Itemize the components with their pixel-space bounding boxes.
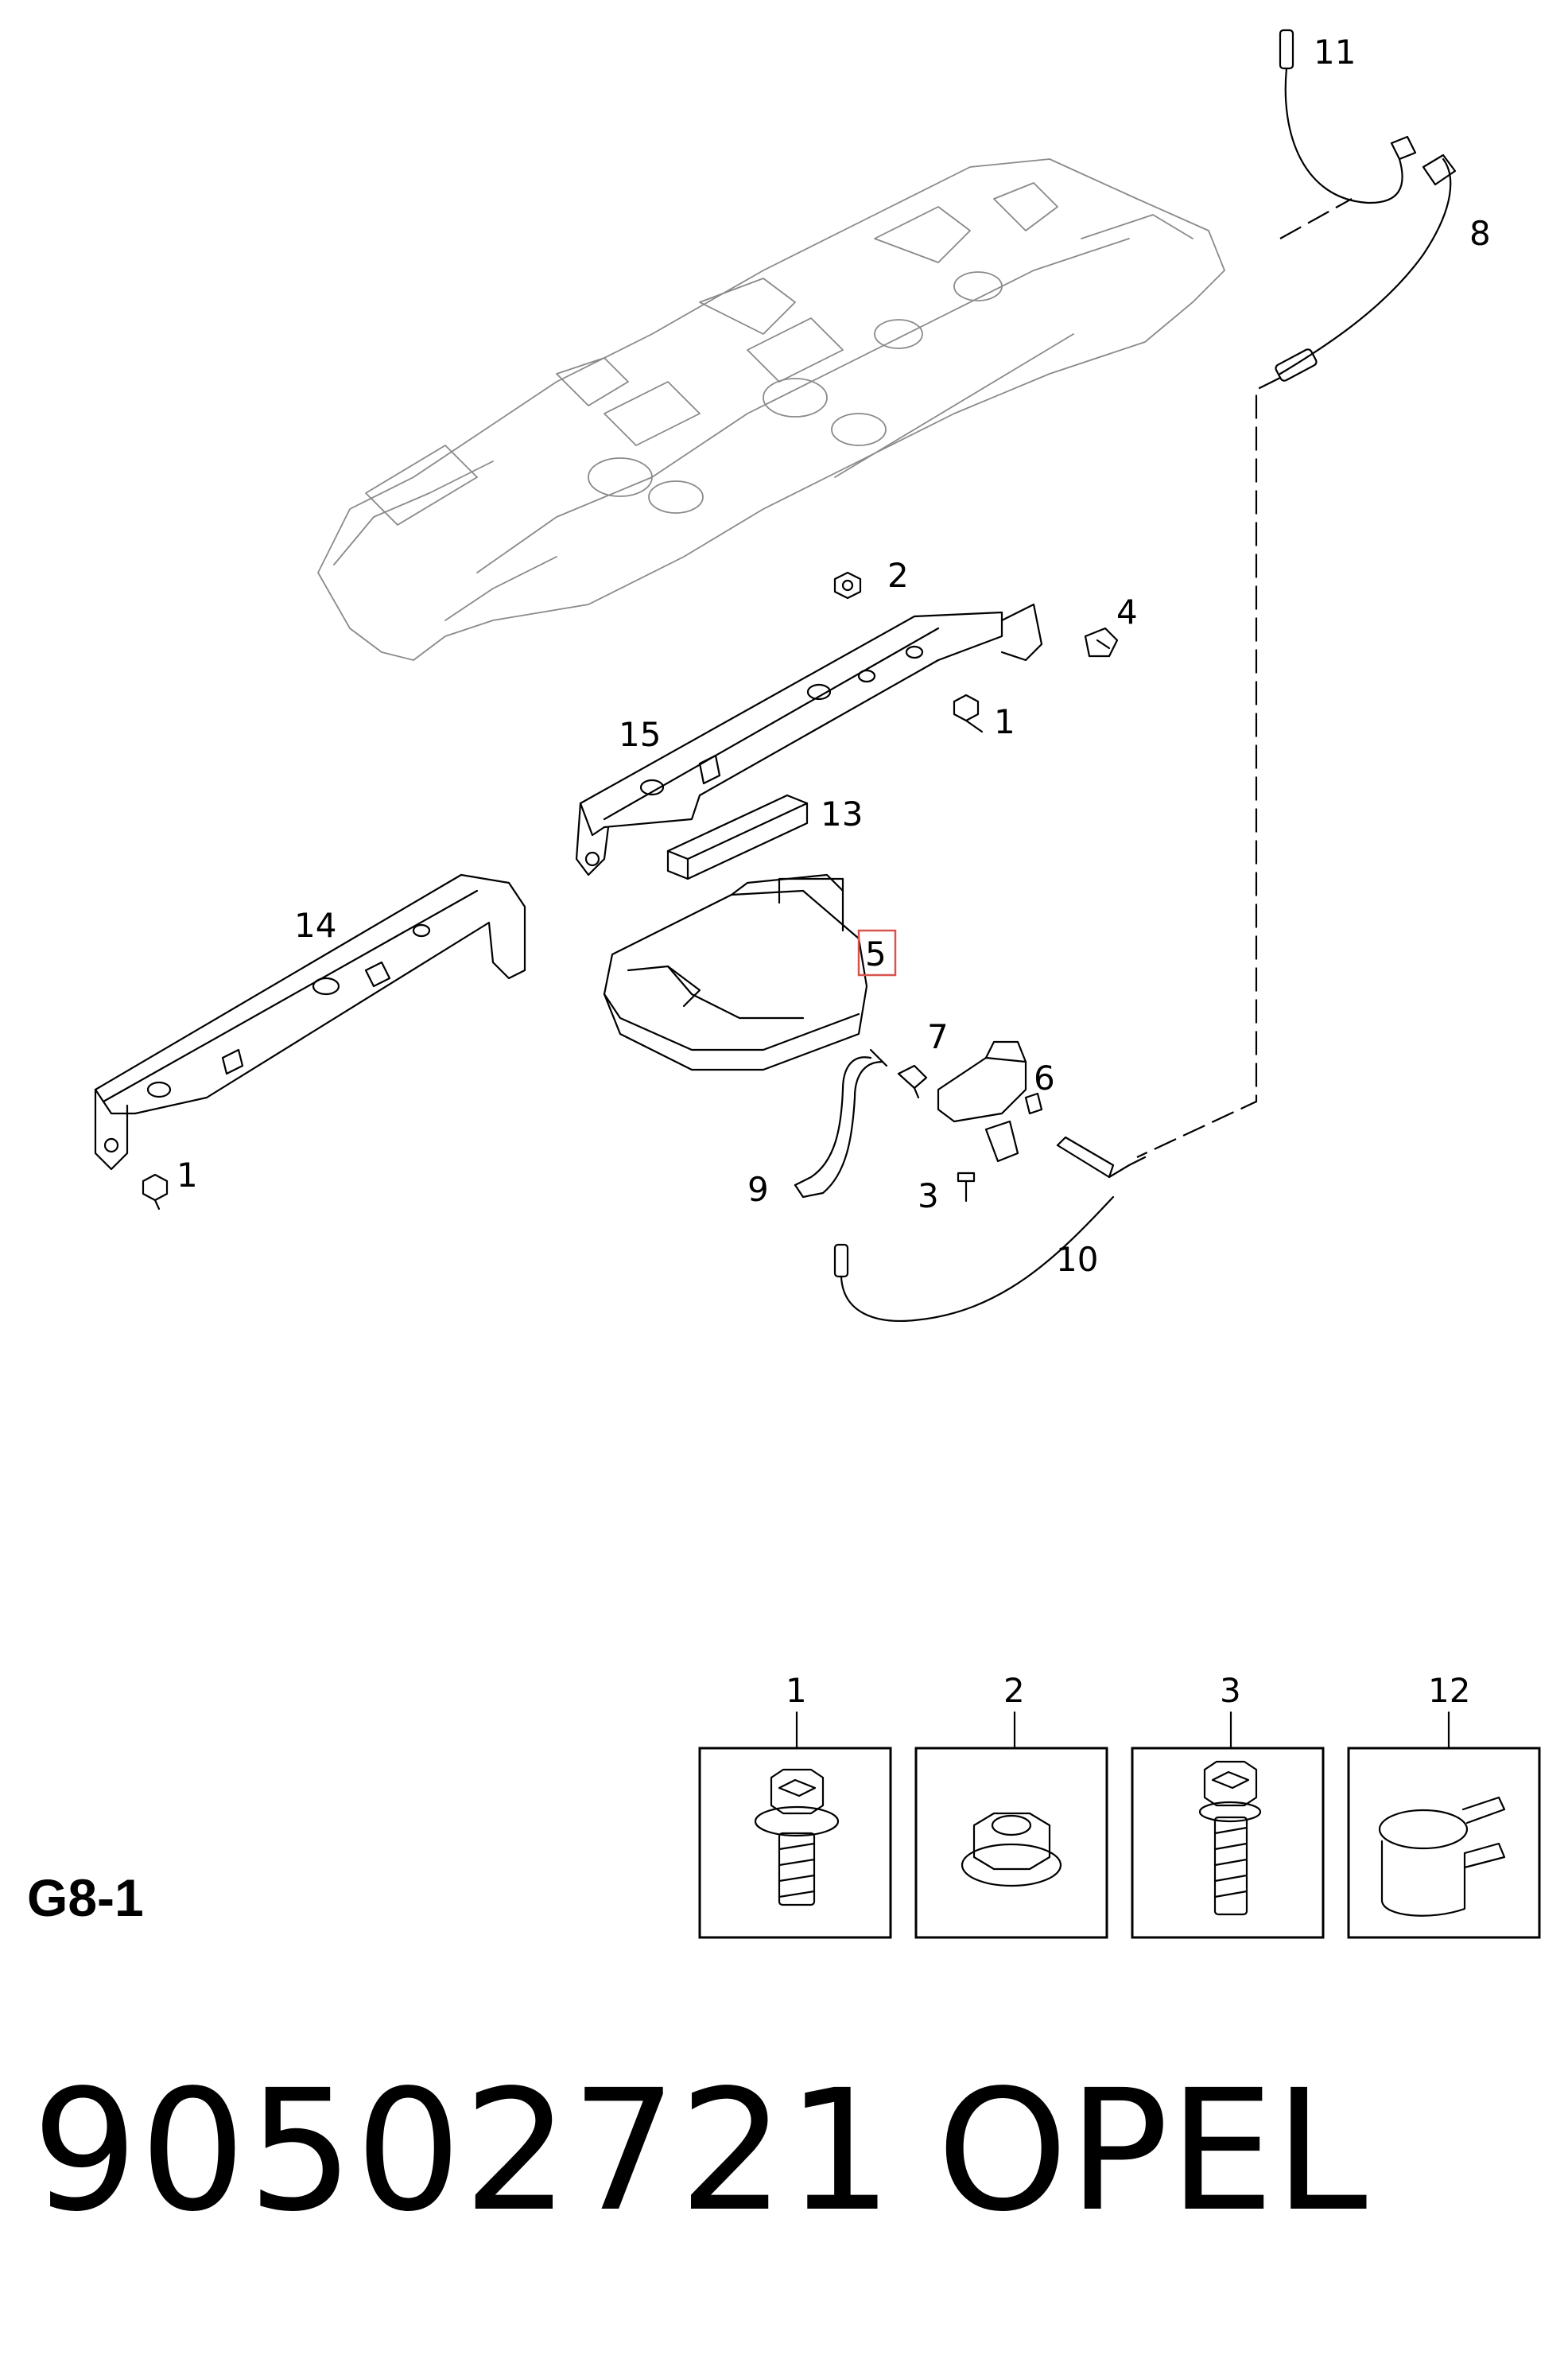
callout-5-highlight: 5 [857, 929, 897, 977]
bolt-icon [1198, 1760, 1262, 1916]
legend-box-2: 2 [914, 1671, 1108, 1939]
flanged-bolt-icon [754, 1768, 840, 1906]
hose-clamp-icon [1378, 1796, 1506, 1917]
callout-10: 10 [1056, 1240, 1098, 1279]
legend-label-3: 3 [1220, 1671, 1241, 1710]
legend-label-1: 1 [786, 1671, 807, 1710]
callout-7: 7 [927, 1017, 949, 1056]
section-code: G8-1 [27, 1868, 144, 1927]
legend-box-12: 12 [1347, 1671, 1541, 1939]
flange-nut-icon [961, 1812, 1062, 1887]
clip-part-4 [1084, 627, 1119, 658]
brand-name: OPEL [937, 2054, 1368, 2248]
connector-part-7 [897, 1064, 928, 1099]
hose-part-9 [794, 1048, 888, 1199]
leader-dash-8 [1279, 198, 1353, 239]
callout-6: 6 [1034, 1059, 1055, 1098]
callout-11: 11 [1314, 33, 1356, 72]
callout-3: 3 [918, 1176, 939, 1215]
callout-1-upper: 1 [994, 702, 1015, 741]
callout-1-lower: 1 [177, 1156, 198, 1195]
bracket-part-15 [575, 603, 1043, 876]
legend-label-12: 12 [1428, 1671, 1470, 1710]
leader-dash-10 [1136, 377, 1281, 1158]
bolt-part-3 [957, 1172, 976, 1203]
intake-manifold [317, 158, 1225, 661]
hose-part-10 [833, 1136, 1147, 1322]
vacuum-hose-11-8 [1275, 29, 1457, 382]
callout-5: 5 [865, 935, 887, 973]
bolt-part-1-lower [142, 1173, 169, 1211]
callout-14: 14 [294, 906, 336, 945]
callout-13: 13 [821, 795, 863, 834]
canister-part-5 [603, 873, 868, 1071]
bracket-part-14 [94, 873, 526, 1171]
nut-part-2 [833, 571, 862, 600]
callout-8: 8 [1469, 214, 1491, 253]
part-number: 90502721 [32, 2054, 895, 2248]
callout-4: 4 [1116, 593, 1138, 631]
valve-part-6 [937, 1040, 1043, 1163]
pad-part-13 [666, 794, 809, 880]
bolt-part-1-upper [953, 694, 984, 733]
callout-2: 2 [887, 556, 909, 595]
legend-box-1: 1 [698, 1671, 892, 1939]
legend-box-3: 3 [1131, 1671, 1325, 1939]
callout-9: 9 [747, 1170, 769, 1209]
legend-label-2: 2 [1003, 1671, 1025, 1710]
callout-15: 15 [619, 715, 661, 754]
